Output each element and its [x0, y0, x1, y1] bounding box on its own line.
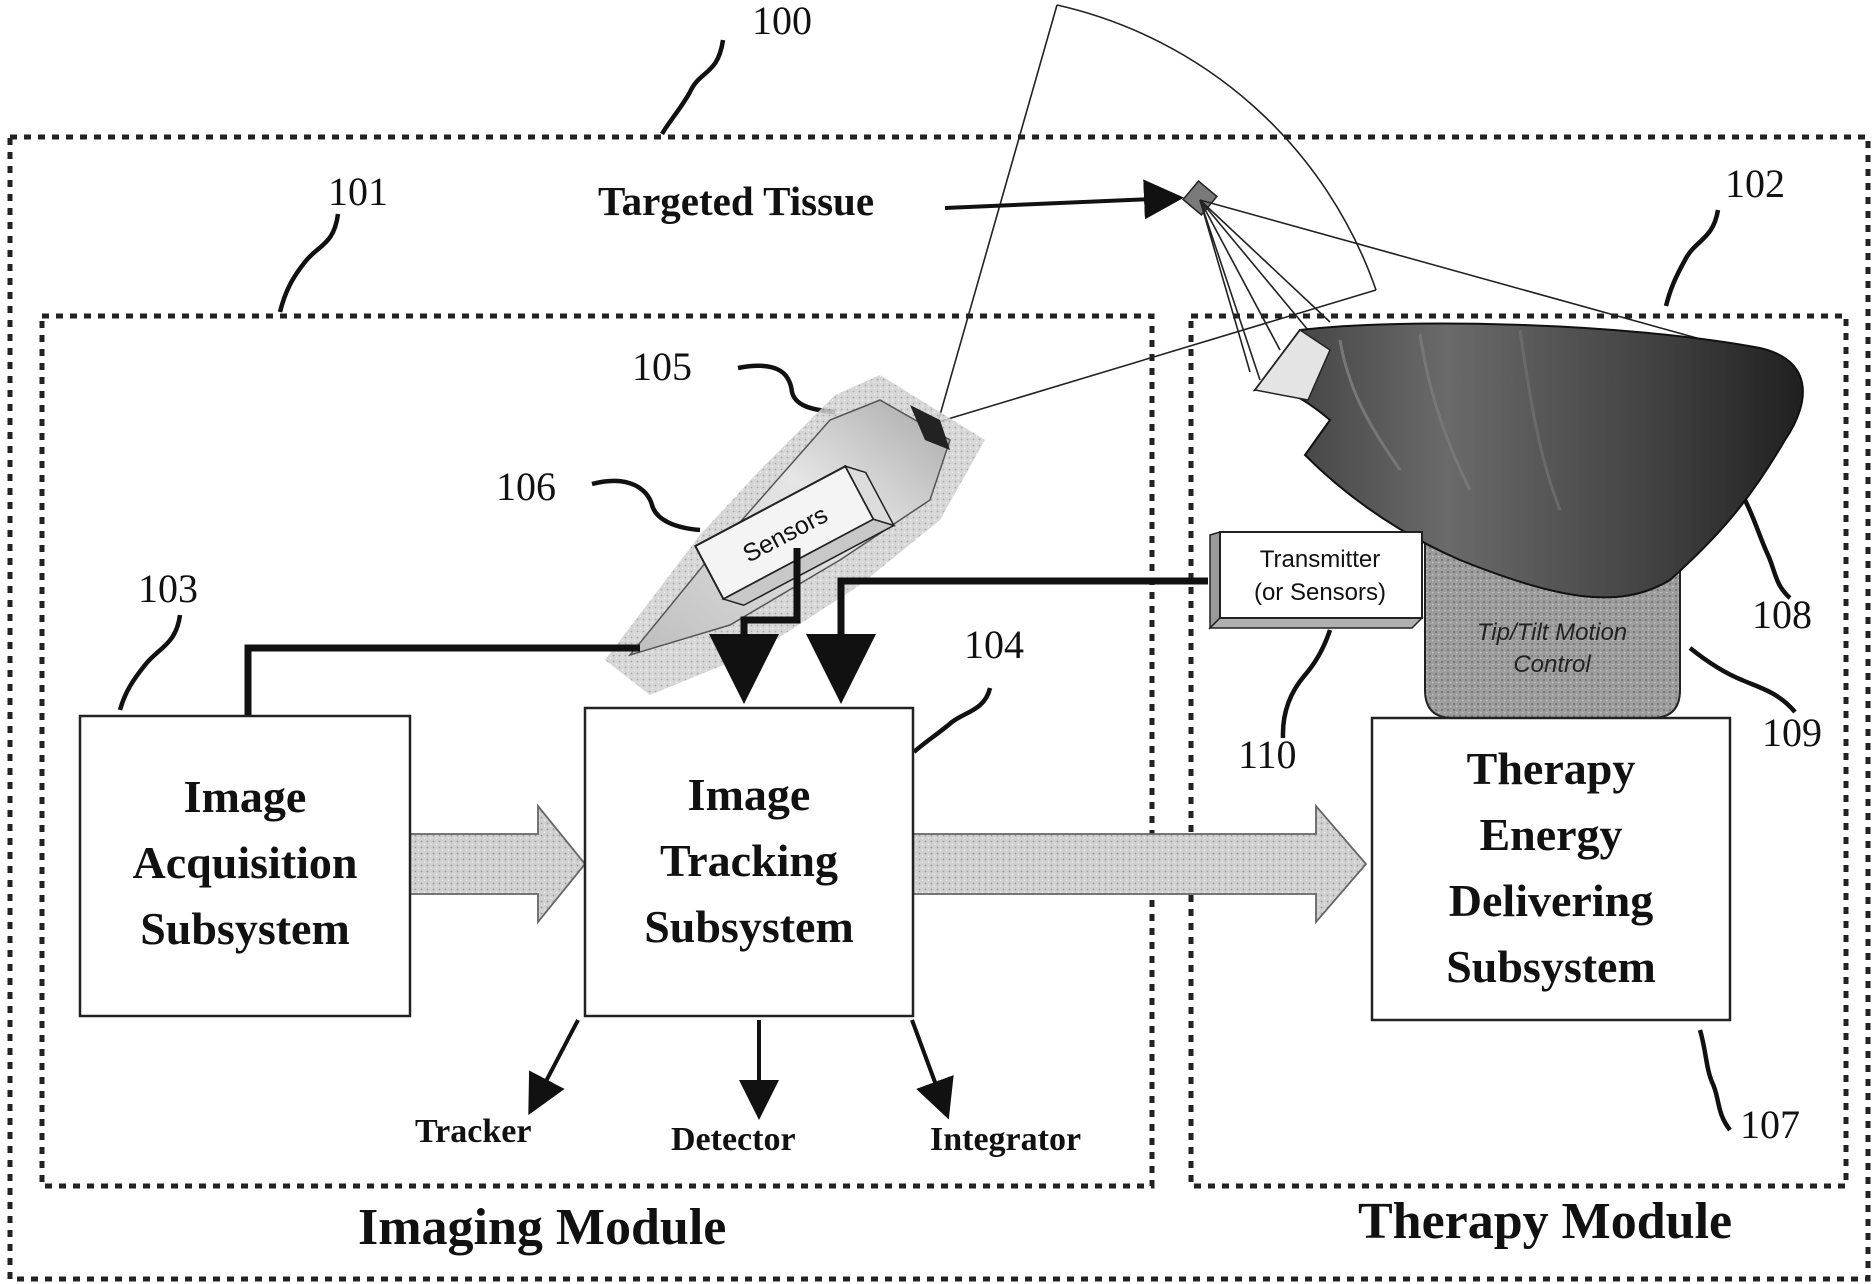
leader-103: [120, 615, 180, 710]
acquisition-line-1: Image: [184, 771, 307, 822]
ref-103: 103: [138, 566, 198, 611]
image-tracking-subsystem: Image Tracking Subsystem: [585, 708, 913, 1016]
tracker-label: Tracker: [415, 1113, 531, 1150]
leader-105: [738, 366, 835, 412]
therapy-line-3: Delivering: [1449, 875, 1653, 926]
ref-102: 102: [1725, 161, 1785, 206]
ref-110: 110: [1238, 732, 1297, 777]
therapy-module-title: Therapy Module: [1358, 1193, 1732, 1250]
therapy-line-1: Therapy: [1467, 743, 1636, 794]
ref-106: 106: [496, 464, 556, 509]
targeted-tissue-arrow: [945, 198, 1176, 208]
ref-101: 101: [328, 169, 388, 214]
detector-label: Detector: [671, 1121, 796, 1158]
ref-104: 104: [964, 622, 1024, 667]
imaging-module-title: Imaging Module: [358, 1199, 726, 1256]
leader-110: [1283, 630, 1330, 738]
leader-109: [1690, 648, 1795, 712]
therapy-energy-delivering-subsystem: Therapy Energy Delivering Subsystem: [1372, 718, 1730, 1020]
integrator-label: Integrator: [930, 1121, 1081, 1158]
transmitter-label-line1: Transmitter: [1260, 546, 1380, 573]
motion-label-line2: Control: [1513, 651, 1591, 678]
integrator-arrow: [912, 1020, 946, 1112]
acquisition-line-2: Acquisition: [133, 837, 358, 888]
tracker-arrow: [532, 1020, 578, 1108]
leader-106: [592, 481, 700, 530]
therapy-line-2: Energy: [1479, 809, 1622, 860]
therapy-line-4: Subsystem: [1446, 941, 1656, 992]
motion-label-line1: Tip/Tilt Motion: [1477, 619, 1627, 646]
ref-105: 105: [632, 344, 692, 389]
transmitter-label-line2: (or Sensors): [1254, 579, 1386, 606]
tracking-line-1: Image: [688, 769, 811, 820]
targeted-tissue-label: Targeted Tissue: [598, 178, 874, 224]
tracking-line-2: Tracking: [660, 835, 838, 886]
ref-108: 108: [1752, 592, 1812, 637]
leader-107: [1700, 1030, 1730, 1130]
tracking-to-therapy-arrow: [913, 806, 1366, 922]
ref-107: 107: [1740, 1102, 1800, 1147]
transmitter-box: Transmitter (or Sensors): [1210, 532, 1422, 628]
acquisition-line-3: Subsystem: [140, 903, 350, 954]
acquisition-to-tracking-arrow: [410, 806, 585, 922]
leader-108: [1745, 500, 1790, 598]
leader-102: [1666, 210, 1718, 306]
targeted-tissue-marker: [1183, 181, 1217, 215]
ref-100: 100: [752, 0, 812, 43]
leader-101: [280, 214, 338, 312]
probe-to-acquisition-line: [248, 648, 640, 722]
ref-109: 109: [1762, 710, 1822, 755]
tracking-line-3: Subsystem: [644, 901, 854, 952]
leader-100: [662, 40, 723, 134]
leader-104: [914, 688, 990, 752]
image-acquisition-subsystem: Image Acquisition Subsystem: [80, 716, 410, 1016]
